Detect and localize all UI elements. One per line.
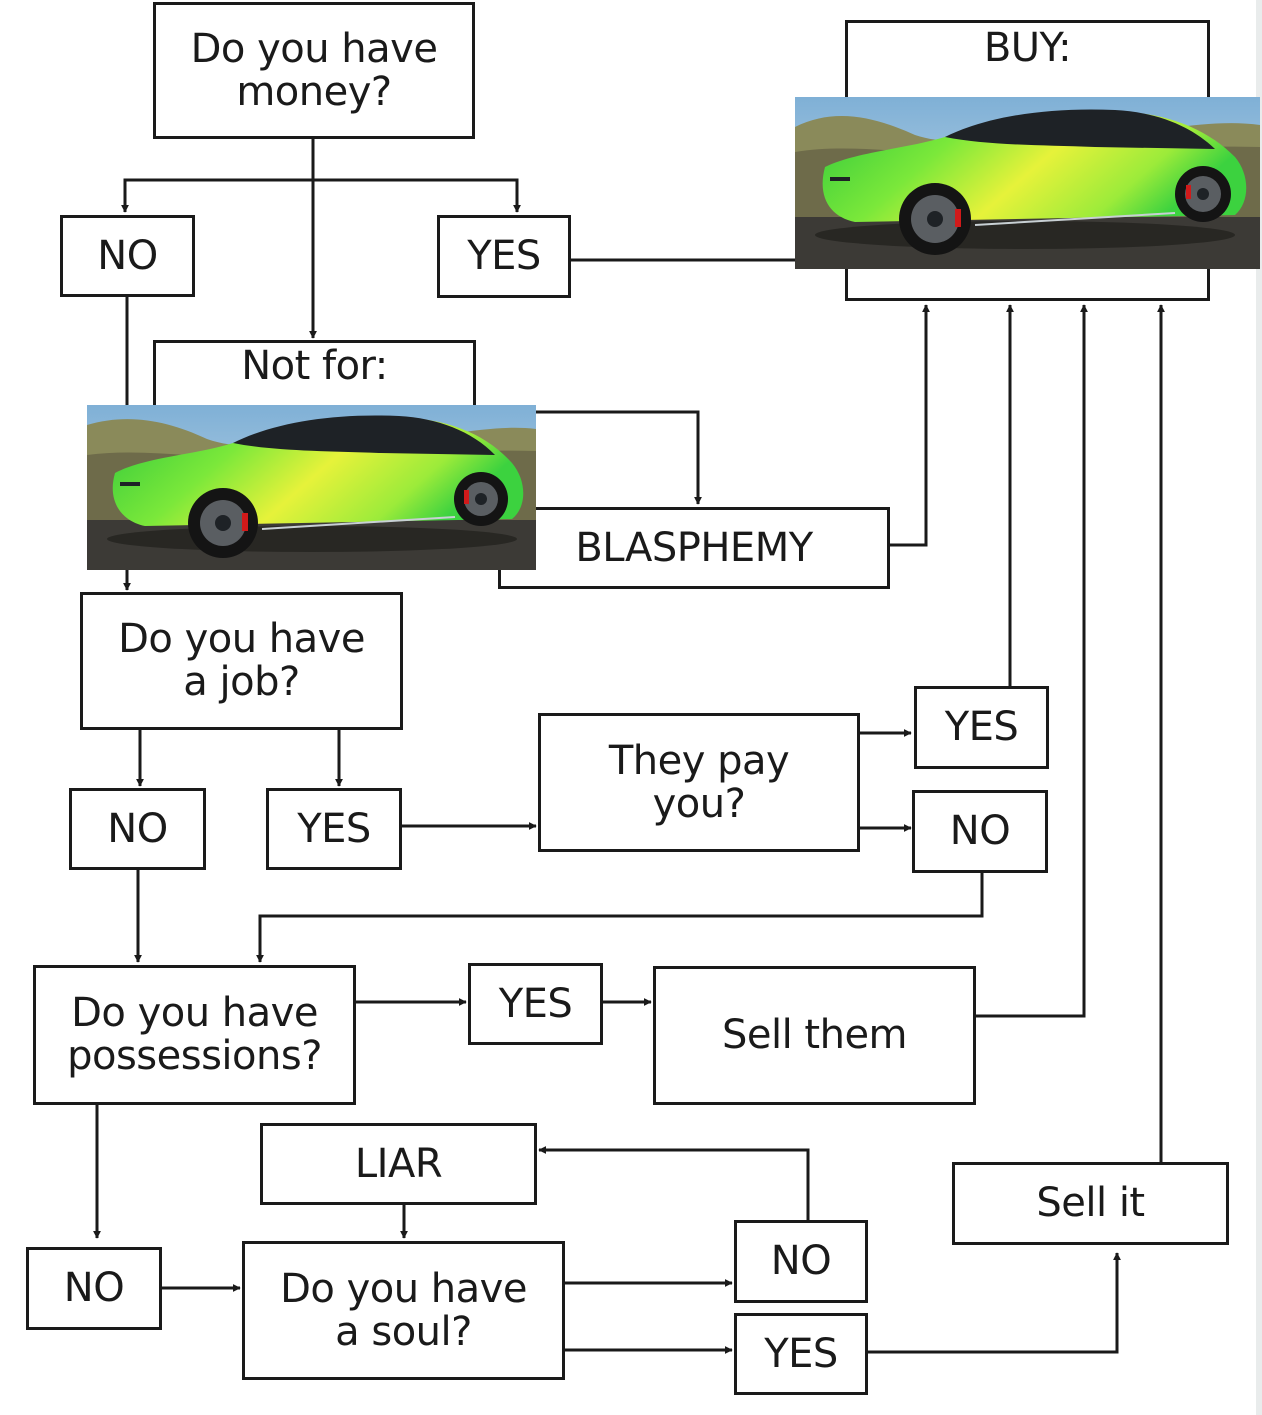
no-possessions-box: NO xyxy=(26,1247,162,1330)
no-job-box: NO xyxy=(69,788,206,870)
sell-it-box: Sell it xyxy=(952,1162,1229,1245)
blasphemy-box: BLASPHEMY xyxy=(498,507,890,589)
edge-money-to-no xyxy=(121,138,315,213)
no-pay-label: NO xyxy=(949,808,1011,854)
liar-label: LIAR xyxy=(354,1140,443,1187)
question-pay-label: They pay you? xyxy=(608,737,790,827)
yes-soul-label: YES xyxy=(764,1330,838,1377)
no-possessions-label: NO xyxy=(63,1265,125,1311)
question-job-label: Do you have a job? xyxy=(118,616,365,705)
car-photo-buy xyxy=(795,97,1260,269)
question-soul-label: Do you have a soul? xyxy=(280,1265,527,1355)
yes-pay-box: YES xyxy=(914,686,1049,769)
sell-them-box: Sell them xyxy=(653,966,976,1105)
yes-money-label: YES xyxy=(467,233,541,279)
yes-job-label: YES xyxy=(297,805,371,852)
edge-notfor-to-blasphemy xyxy=(530,410,702,505)
yes-money-box: YES xyxy=(437,215,571,298)
buy-label: BUY: xyxy=(983,25,1072,71)
yes-possessions-box: YES xyxy=(468,963,603,1045)
sell-it-label: Sell it xyxy=(1036,1180,1145,1226)
question-money-label: Do you have money? xyxy=(190,25,438,115)
question-pay-box: They pay you? xyxy=(538,713,860,852)
page-edge xyxy=(1256,0,1262,1415)
blasphemy-label: BLASPHEMY xyxy=(575,524,813,571)
no-soul-box: NO xyxy=(734,1220,868,1303)
no-pay-box: NO xyxy=(912,790,1048,873)
not-for-label: Not for: xyxy=(241,343,388,389)
question-job-box: Do you have a job? xyxy=(80,592,403,730)
question-soul-box: Do you have a soul? xyxy=(242,1241,565,1380)
car-photo-not-for xyxy=(87,405,536,570)
edge-nopay-to-possessions xyxy=(256,872,984,963)
edge-nosoul-to-liar xyxy=(538,1146,810,1220)
question-possessions-box: Do you have possessions? xyxy=(33,965,356,1105)
no-money-label: NO xyxy=(97,232,158,279)
liar-box: LIAR xyxy=(260,1123,537,1205)
no-soul-label: NO xyxy=(770,1238,832,1284)
edge-money-to-yes xyxy=(313,178,521,213)
edge-blasphemy-to-buy xyxy=(888,304,930,547)
edge-yessoul-to-sellit xyxy=(866,1252,1121,1354)
yes-possessions-label: YES xyxy=(498,980,573,1027)
yes-job-box: YES xyxy=(266,788,402,870)
yes-pay-label: YES xyxy=(944,704,1019,750)
edge-sellthem-to-buy xyxy=(975,304,1088,1018)
question-possessions-label: Do you have possessions? xyxy=(67,990,322,1079)
question-money-box: Do you have money? xyxy=(153,2,475,139)
sell-them-label: Sell them xyxy=(721,1012,908,1058)
no-money-box: NO xyxy=(60,215,195,297)
no-job-label: NO xyxy=(107,805,168,852)
yes-soul-box: YES xyxy=(734,1313,868,1395)
